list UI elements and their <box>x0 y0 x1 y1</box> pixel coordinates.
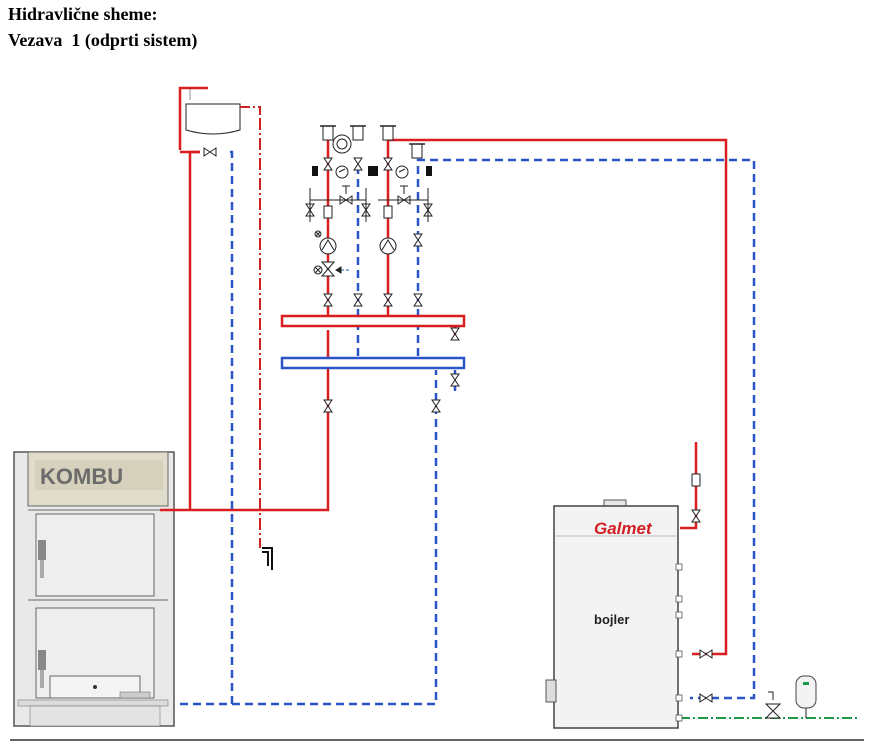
circuit2-supply-valve <box>383 293 393 307</box>
check-valve-icon <box>691 473 701 487</box>
heater-inlet-valve <box>691 509 701 523</box>
air-vent-icon <box>352 125 364 141</box>
circuit2-top-valve <box>383 157 393 171</box>
heater-flange <box>545 679 557 703</box>
bypass-valve-upper <box>450 327 460 341</box>
air-vents <box>320 125 425 159</box>
expansion-vessel-icon <box>795 675 817 709</box>
boiler-return-valve <box>431 399 441 413</box>
heater-coil-return-valve <box>699 693 713 703</box>
check-valve-icon <box>383 205 393 219</box>
gauges <box>332 134 409 179</box>
scheme-subtitle: Vezava 1 (odprti sistem) <box>8 30 198 50</box>
water-heater: Galmet bojler <box>545 499 683 729</box>
thermometer-icon <box>335 165 349 179</box>
safety-pipe-outlet <box>262 547 273 570</box>
galmet-logo-text: Galmet <box>594 519 653 538</box>
thermometer-icon <box>395 165 409 179</box>
supply-manifold <box>280 314 466 328</box>
check-valve-icon <box>323 205 333 219</box>
circuit1-top-valve <box>323 157 333 171</box>
air-vent-icon <box>411 143 423 159</box>
safety-valve-icon <box>764 703 782 719</box>
solid-fuel-boiler: KOMBU <box>13 451 175 727</box>
return-manifold <box>280 356 466 370</box>
water-heater-label: bojler <box>594 612 629 627</box>
boiler-supply-valve <box>323 399 333 413</box>
circuit1-supply-valve <box>323 293 333 307</box>
heater-coil-supply-valve <box>699 649 713 659</box>
boiler-brand-text: KOMBU <box>40 464 123 489</box>
tank-valve <box>203 147 217 157</box>
mixing-valve <box>313 261 350 277</box>
air-vent-icon <box>382 125 394 141</box>
bypass-valve-lower <box>450 373 460 387</box>
circulation-pumps <box>314 230 397 255</box>
circuit2-return-valve-2 <box>413 233 423 247</box>
scheme-title: Hidravlične sheme: <box>8 4 158 24</box>
circuit2-return-valve <box>413 293 423 307</box>
circuit1-return-valve <box>353 293 363 307</box>
upper-boiler-door <box>35 513 155 597</box>
bypass-linkage <box>309 185 429 222</box>
mixing-valve-icon <box>320 261 336 277</box>
open-expansion-tank <box>178 86 261 150</box>
valve-actuators <box>312 166 432 176</box>
upper-door-handle <box>38 540 46 560</box>
heater-connections <box>675 563 683 722</box>
lower-door-handle <box>38 650 46 670</box>
check-valves <box>323 205 701 487</box>
safety-group <box>764 675 817 719</box>
circuit1-top-valve-2 <box>353 157 363 171</box>
air-vent-icon <box>322 125 334 141</box>
